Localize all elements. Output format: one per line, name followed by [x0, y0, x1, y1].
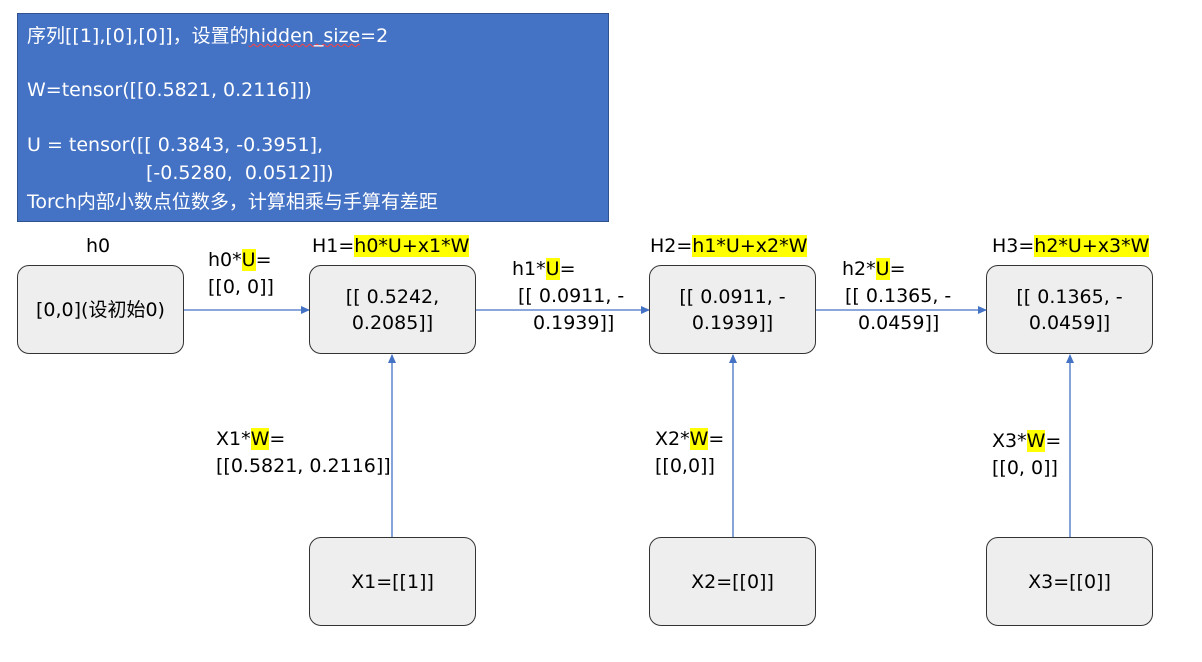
h1-title-prefix: H1= — [312, 235, 355, 257]
edge-h2-u-prefix: h2* — [842, 258, 876, 280]
h2-title: H2=h1*U+x2*W — [650, 233, 808, 260]
h1-node: [[ 0.5242, 0.2085]] — [309, 265, 476, 354]
info-line-sequence-prefix: 序列[[1],[0],[0]]，设置的 — [27, 25, 249, 47]
x2-node: X2=[[0]] — [649, 537, 816, 626]
h0-title: h0 — [86, 235, 111, 257]
x1-node: X1=[[1]] — [309, 537, 476, 626]
info-line-w: W=tensor([[0.5821, 0.2116]]) — [27, 79, 312, 101]
edge-label-h2-u: h2*U= — [842, 256, 905, 283]
h2-node: [[ 0.0911, - 0.1939]] — [649, 265, 816, 354]
h3-value-line1: [[ 0.1365, - — [1016, 285, 1123, 308]
edge-h1-u-matrix: U — [545, 258, 560, 280]
h2-value-line1: [[ 0.0911, - — [679, 285, 786, 308]
h1-title: H1=h0*U+x1*W — [312, 233, 470, 260]
info-line-u1: U = tensor([[ 0.3843, -0.3951], — [27, 134, 324, 156]
edge-h1-u-value-line2: 0.1939]] — [533, 312, 615, 334]
x1-value: X1=[[1]] — [351, 570, 434, 593]
x3-value: X3=[[0]] — [1028, 570, 1111, 593]
h3-title: H3=h2*U+x3*W — [992, 233, 1150, 260]
edge-x2-w-prefix: X2* — [655, 428, 690, 450]
info-line-sequence: 序列[[1],[0],[0]]，设置的hidden_size=2 — [27, 24, 388, 48]
h2-value: [[ 0.0911, - 0.1939]] — [679, 284, 785, 336]
edge-x1-w-prefix: X1* — [216, 428, 251, 450]
edge-x1-w-matrix: W — [250, 428, 270, 450]
info-hidden-size-label: hidden_size — [248, 25, 361, 47]
h3-formula: h2*U+x3*W — [1034, 235, 1150, 257]
h1-value-line1: [[ 0.5242, — [345, 285, 440, 308]
h3-node: [[ 0.1365, - 0.0459]] — [986, 265, 1153, 354]
edge-label-h1-u: h1*U= — [512, 256, 575, 283]
h1-formula: h0*U+x1*W — [354, 235, 470, 257]
h3-value-line2: 0.0459]] — [1028, 311, 1111, 334]
edge-h2-u-value-line2: 0.0459]] — [858, 312, 940, 334]
h3-value: [[ 0.1365, - 0.0459]] — [1016, 284, 1122, 336]
h0-node: [0,0](设初始0) — [17, 265, 184, 354]
h2-value-line2: 0.1939]] — [691, 311, 774, 334]
edge-h1-u-value-line1: [[ 0.0911, - — [518, 285, 625, 307]
edge-x2-w-matrix: W — [689, 428, 709, 450]
edge-x3-w-value: [[0, 0]] — [992, 457, 1058, 479]
edge-x3-w-matrix: W — [1026, 430, 1046, 452]
edge-h1-u-prefix: h1* — [512, 258, 546, 280]
edge-h0-u-suffix: = — [255, 249, 272, 271]
edge-h2-u-value-line1: [[ 0.1365, - — [845, 285, 952, 307]
h2-title-prefix: H2= — [650, 235, 693, 257]
x3-node: X3=[[0]] — [986, 537, 1153, 626]
edge-x1-w-suffix: = — [269, 428, 286, 450]
info-panel: 序列[[1],[0],[0]]，设置的hidden_size=2 W=tenso… — [17, 13, 609, 222]
edge-x2-w-suffix: = — [708, 428, 725, 450]
edge-label-h0-u: h0*U= [[0, 0]] — [208, 247, 274, 301]
edge-h2-u-suffix: = — [889, 258, 906, 280]
edge-h0-u-prefix: h0* — [208, 249, 242, 271]
edge-label-x1-w: X1*W= [[0.5821, 0.2116]] — [216, 426, 391, 480]
info-line-u2: [-0.5280, 0.0512]]) — [146, 162, 334, 184]
x2-value: X2=[[0]] — [691, 570, 774, 593]
info-line-sequence-suffix: =2 — [360, 25, 389, 47]
edge-h0-u-value: [[0, 0]] — [208, 276, 274, 298]
edge-h0-u-matrix: U — [241, 249, 256, 271]
edge-x1-w-value: [[0.5821, 0.2116]] — [216, 455, 391, 477]
edge-x3-w-prefix: X3* — [992, 430, 1027, 452]
edge-h2-u-matrix: U — [875, 258, 890, 280]
info-line-note: Torch内部小数点位数多，计算相乘与手算有差距 — [27, 191, 438, 213]
h1-value-line2: 0.2085]] — [351, 311, 434, 334]
h2-formula: h1*U+x2*W — [692, 235, 808, 257]
edge-label-x2-w: X2*W= [[0,0]] — [655, 426, 724, 480]
edge-h1-u-suffix: = — [559, 258, 576, 280]
edge-label-x3-w: X3*W= [[0, 0]] — [992, 428, 1061, 482]
edge-x2-w-value: [[0,0]] — [655, 455, 715, 477]
h0-value: [0,0](设初始0) — [36, 298, 165, 321]
h3-title-prefix: H3= — [992, 235, 1035, 257]
h1-value: [[ 0.5242, 0.2085]] — [346, 284, 439, 336]
edge-x3-w-suffix: = — [1045, 430, 1062, 452]
